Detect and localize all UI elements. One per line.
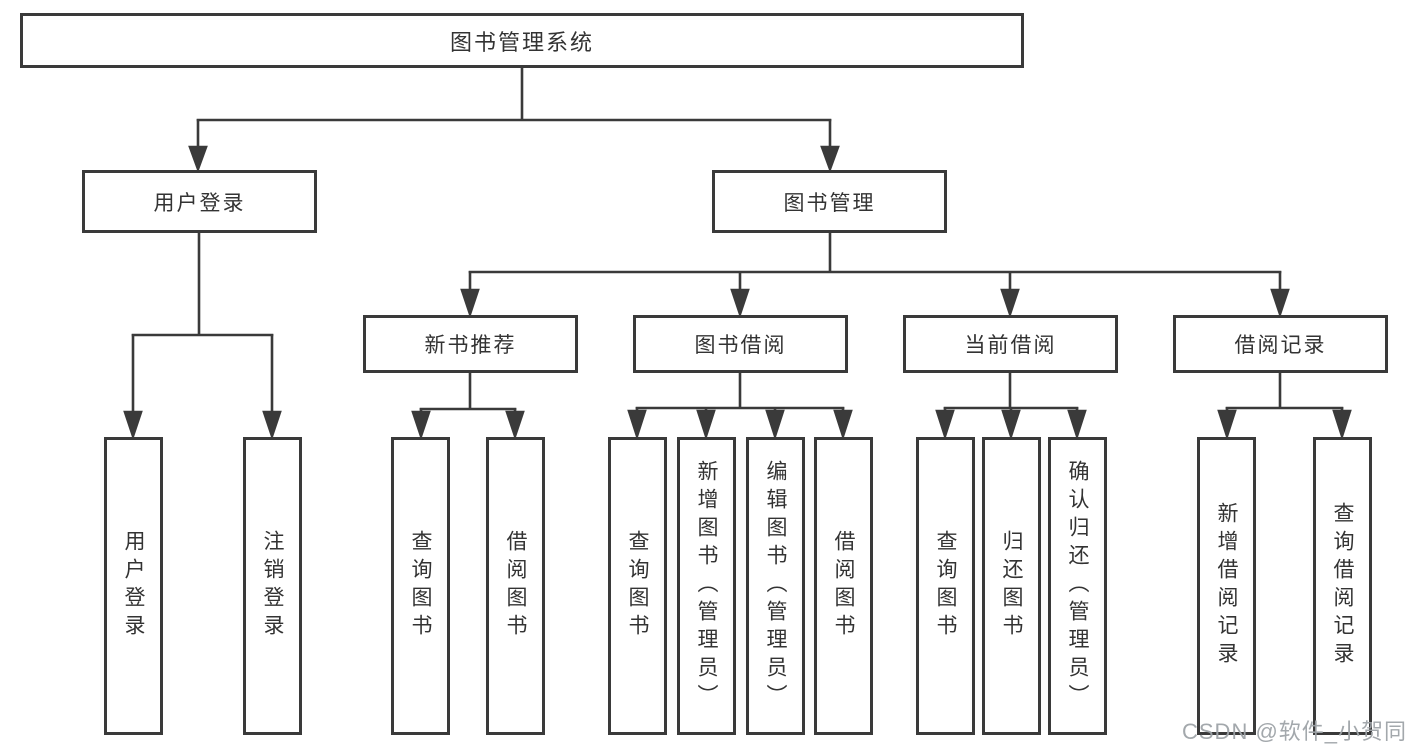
node-book-borrowing: 图书借阅 bbox=[633, 315, 848, 373]
node-book-management: 图书管理 bbox=[712, 170, 947, 233]
leaf-query-books-recommend: 查询图书 bbox=[391, 437, 450, 735]
leaf-add-borrow-record: 新增借阅记录 bbox=[1197, 437, 1256, 735]
node-user-login: 用户登录 bbox=[82, 170, 317, 233]
leaf-borrow-books: 借阅图书 bbox=[814, 437, 873, 735]
leaf-add-books-admin: 新增图书（管理员） bbox=[677, 437, 736, 735]
node-new-book-recommend: 新书推荐 bbox=[363, 315, 578, 373]
node-library-management-system: 图书管理系统 bbox=[20, 13, 1024, 68]
leaf-query-books-current: 查询图书 bbox=[916, 437, 975, 735]
leaf-borrow-books-recommend: 借阅图书 bbox=[486, 437, 545, 735]
node-current-borrowing: 当前借阅 bbox=[903, 315, 1118, 373]
leaf-query-books-borrowing: 查询图书 bbox=[608, 437, 667, 735]
leaf-edit-books-admin: 编辑图书（管理员） bbox=[746, 437, 805, 735]
leaf-confirm-return-admin: 确认归还（管理员） bbox=[1048, 437, 1107, 735]
leaf-return-books: 归还图书 bbox=[982, 437, 1041, 735]
leaf-logout: 注销登录 bbox=[243, 437, 302, 735]
leaf-user-login: 用户登录 bbox=[104, 437, 163, 735]
leaf-query-borrow-record: 查询借阅记录 bbox=[1313, 437, 1372, 735]
csdn-watermark: CSDN @软件_小贺同学 bbox=[1182, 719, 1405, 744]
node-borrowing-records: 借阅记录 bbox=[1173, 315, 1388, 373]
